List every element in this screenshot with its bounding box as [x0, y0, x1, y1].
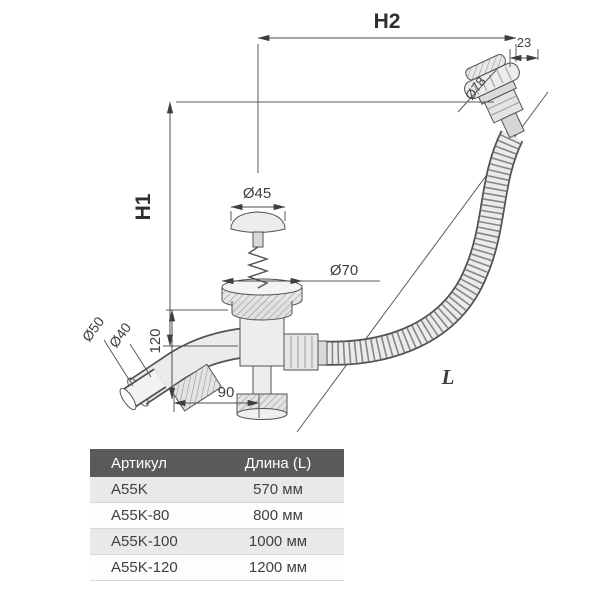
cell-length: 800 мм: [253, 507, 303, 524]
corrugated-hose: [319, 130, 524, 366]
cell-article: A55K: [111, 481, 148, 498]
cell-article: A55K-80: [111, 507, 170, 524]
spec-table: Артикул Длина (L) A55K 570 мм A55K-80 80…: [90, 449, 344, 581]
spec-table-header: Артикул Длина (L): [90, 449, 344, 477]
dimension-d45: Ø45: [230, 185, 286, 221]
drain-assembly: [221, 211, 328, 420]
dimension-h2: H2: [257, 10, 517, 173]
label-120: 120: [147, 328, 164, 353]
cell-article: A55K-100: [111, 533, 178, 550]
label-d70: Ø70: [330, 262, 358, 279]
cell-article: A55K-120: [111, 559, 178, 576]
cell-length: 570 мм: [253, 481, 303, 498]
header-length: Длина (L): [244, 454, 312, 472]
table-row: A55K-80 800 мм: [90, 503, 344, 529]
label-23: 23: [517, 35, 531, 50]
siphon-technical-drawing: H2 H1 23 Ø78 Ø45: [79, 10, 549, 433]
label-h2: H2: [374, 10, 401, 33]
label-h1: H1: [132, 193, 155, 220]
dimension-h1: H1: [132, 101, 494, 347]
cell-length: 1000 мм: [248, 533, 308, 550]
dimension-23: 23: [509, 35, 539, 67]
label-hose-length: L: [441, 365, 455, 389]
header-article: Артикул: [111, 454, 167, 472]
label-d50: Ø50: [79, 313, 108, 344]
table-row: A55K-120 1200 мм: [90, 555, 344, 581]
cell-length: 1200 мм: [248, 559, 308, 576]
table-row: A55K-100 1000 мм: [90, 529, 344, 555]
outlet-nut: [169, 363, 223, 412]
table-row: A55K 570 мм: [90, 477, 344, 503]
label-90: 90: [218, 384, 235, 401]
dimension-d70: Ø70: [221, 262, 380, 285]
dimension-120: 120: [147, 309, 228, 400]
dimension-90: 90: [173, 384, 260, 418]
label-d45: Ø45: [243, 185, 271, 202]
label-d40: Ø40: [106, 319, 135, 350]
